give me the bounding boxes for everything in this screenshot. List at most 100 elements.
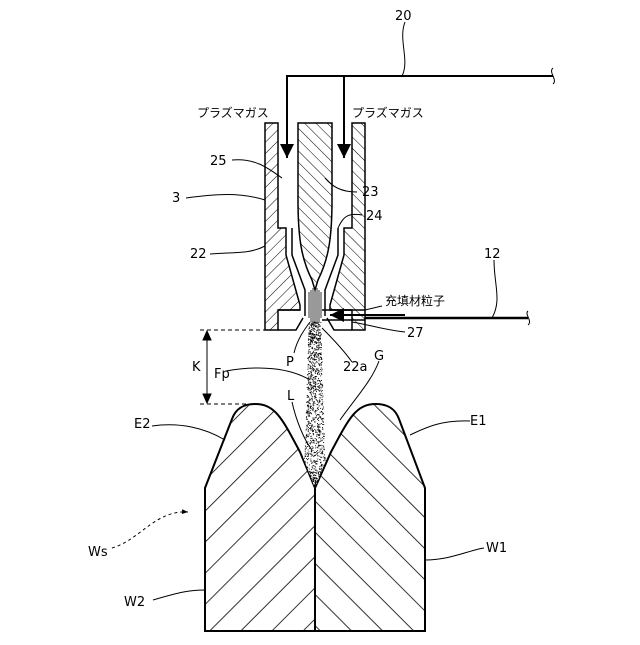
particle-dot <box>322 418 323 419</box>
particle-dot <box>321 423 322 424</box>
particle-dot <box>319 373 320 374</box>
particle-dot <box>308 424 309 425</box>
groove-dot <box>312 473 313 474</box>
particle-dot <box>306 419 307 420</box>
particle-dot <box>311 373 312 374</box>
particle-dot <box>306 412 307 413</box>
particle-dot <box>312 375 313 376</box>
particle-dot <box>323 433 324 434</box>
particle-dot <box>313 359 314 360</box>
particle-dot <box>311 358 312 359</box>
particle-dot <box>323 434 324 435</box>
particle-dot <box>321 391 322 392</box>
particle-dot <box>311 326 312 327</box>
particle-dot <box>315 432 316 433</box>
particle-dot <box>317 455 318 456</box>
groove-dot <box>313 465 314 466</box>
particle-dot <box>320 390 321 391</box>
particle-dot <box>307 421 308 422</box>
particle-dot <box>322 401 323 402</box>
particle-dot <box>322 427 323 428</box>
particle-dot <box>316 357 317 358</box>
particle-dot <box>317 429 318 430</box>
particle-dot <box>310 334 311 335</box>
particle-dot <box>315 353 316 354</box>
particle-dot <box>309 361 310 362</box>
particle-dot <box>320 448 321 449</box>
groove-dot <box>324 457 325 458</box>
particle-dot <box>307 387 308 388</box>
groove-dot <box>315 485 316 486</box>
particle-dot <box>314 390 315 391</box>
torch-outer-wall-left <box>265 123 300 330</box>
groove-dot <box>314 462 315 463</box>
particle-dot <box>313 334 314 335</box>
particle-dot <box>311 426 312 427</box>
particle-dot <box>310 371 311 372</box>
particle-dot <box>324 449 325 450</box>
particle-dot <box>317 327 318 328</box>
groove-dot <box>311 469 312 470</box>
particle-dot <box>308 353 309 354</box>
particle-dot <box>313 328 314 329</box>
particle-dot <box>313 434 314 435</box>
particle-dot <box>308 381 309 382</box>
particle-dot <box>322 403 323 404</box>
particle-dot <box>308 352 309 353</box>
particle-dot <box>310 346 311 347</box>
particle-dot <box>318 332 319 333</box>
particle-dot <box>310 362 311 363</box>
particle-dot <box>312 424 313 425</box>
particle-dot <box>313 362 314 363</box>
groove-dot <box>324 458 325 459</box>
particle-dot <box>307 413 308 414</box>
particle-dot <box>318 348 319 349</box>
particle-dot <box>308 405 309 406</box>
particle-dot <box>318 334 319 335</box>
particle-dot <box>322 437 323 438</box>
particle-dot <box>316 326 317 327</box>
particle-dot <box>312 446 313 447</box>
particle-dot <box>322 414 323 415</box>
groove-dot <box>307 467 308 468</box>
groove-dot <box>318 472 319 473</box>
particle-dot <box>320 353 321 354</box>
particle-dot <box>321 395 322 396</box>
particle-dot <box>316 451 317 452</box>
particle-dot <box>318 434 319 435</box>
particle-dot <box>316 368 317 369</box>
particle-dot <box>319 336 320 337</box>
groove-dot <box>321 465 322 466</box>
particle-dot <box>311 347 312 348</box>
groove-dot <box>320 457 321 458</box>
particle-dot <box>310 403 311 404</box>
particle-dot <box>319 437 320 438</box>
particle-dot <box>322 386 323 387</box>
particle-dot <box>308 376 309 377</box>
particle-dot <box>321 367 322 368</box>
groove-dot <box>315 470 316 471</box>
particle-dot <box>315 410 316 411</box>
particle-dot <box>319 326 320 327</box>
particle-dot <box>315 326 316 327</box>
particle-dot <box>321 359 322 360</box>
particle-dot <box>323 438 324 439</box>
particle-dot <box>314 335 315 336</box>
particle-dot <box>317 400 318 401</box>
particle-dot <box>311 370 312 371</box>
particle-dot <box>309 339 310 340</box>
particle-dot <box>312 450 313 451</box>
particle-dot <box>308 380 309 381</box>
groove-dot <box>307 459 308 460</box>
particle-dot <box>308 434 309 435</box>
particle-dot <box>320 408 321 409</box>
electrode <box>298 123 332 290</box>
label-3: 3 <box>172 191 180 206</box>
particle-dot <box>311 413 312 414</box>
particle-dot <box>313 381 314 382</box>
groove-dot <box>314 482 315 483</box>
particle-dot <box>319 359 320 360</box>
particle-dot <box>308 451 309 452</box>
particle-dot <box>319 388 320 389</box>
